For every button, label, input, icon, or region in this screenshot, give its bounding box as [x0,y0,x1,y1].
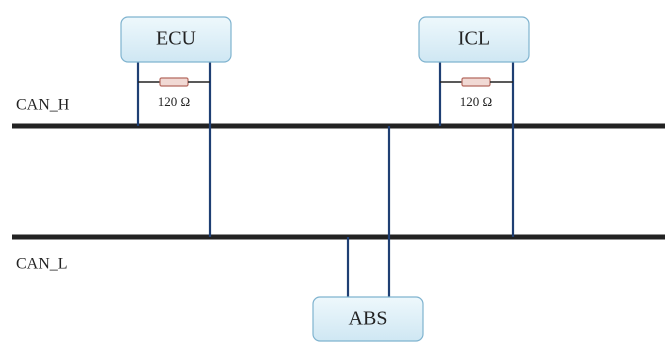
ecu-node: ECU [120,16,232,63]
icl-node-label: ICL [458,28,490,50]
icl-resistor: 120 Ω [440,77,513,109]
can-h-label: CAN_H [16,97,70,114]
abs-node-label: ABS [349,308,388,330]
ecu-node-label: ECU [156,28,197,50]
ecu-resistor: 120 Ω [138,77,210,109]
ecu-resistor-label: 120 Ω [158,94,190,109]
abs-node: ABS [312,296,424,342]
icl-node: ICL [418,16,530,63]
can-l-label: CAN_L [16,256,68,273]
icl-resistor-label: 120 Ω [460,94,492,109]
